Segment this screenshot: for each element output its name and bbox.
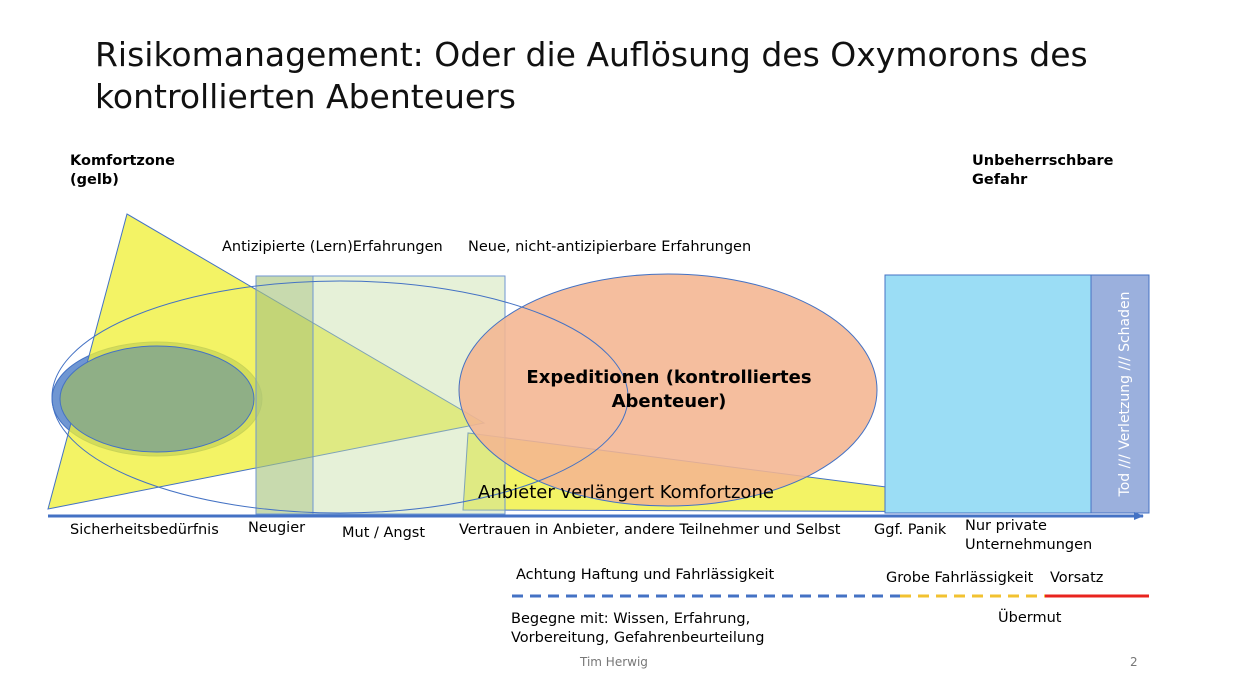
expeditions-label: Expeditionen (kontrolliertes Abenteuer) <box>526 367 812 412</box>
comfort-zone-label: Komfortzone (gelb) <box>70 153 175 188</box>
expeditions-ellipse <box>458 273 878 507</box>
outline-ellipse <box>51 280 629 514</box>
security-need-label: Sicherheitsbedürfnis <box>70 522 219 538</box>
slide-title: Risikomanagement: Oder die Auflösung des… <box>95 35 1088 116</box>
fatal-damage-box <box>1090 274 1150 514</box>
anticipated-experiences-label: Antizipierte (Lern)Erfahrungen <box>222 239 443 255</box>
curiosity-label: Neugier <box>248 520 306 536</box>
gross-negligence-label: Grobe Fahrlässigkeit <box>886 570 1034 586</box>
panic-label: Ggf. Panik <box>874 522 947 538</box>
curiosity-band <box>255 275 314 515</box>
new-experiences-label: Neue, nicht-antizipierbare Erfahrungen <box>468 239 752 255</box>
courage-fear-label: Mut / Angst <box>342 525 426 541</box>
uncontrollable-danger-box <box>884 274 1092 514</box>
fatal-damage-label: Tod /// Verletzung /// Schaden <box>1117 291 1133 497</box>
hubris-label: Übermut <box>998 610 1062 626</box>
private-ventures-label: Nur private Unternehmungen <box>965 518 1093 553</box>
uncontrollable-danger-label: Unbeherrschbare Gefahr <box>972 153 1114 188</box>
footer-author: Tim Herwig <box>580 655 648 669</box>
page-number: 2 <box>1130 655 1138 669</box>
liability-header-label: Achtung Haftung und Fahrlässigkeit <box>516 567 775 583</box>
security-green-ellipse <box>59 345 255 453</box>
trust-label: Vertrauen in Anbieter, andere Teilnehmer… <box>459 522 841 538</box>
countermeasures-label: Begegne mit: Wissen, Erfahrung, Vorberei… <box>511 611 765 646</box>
provider-extends-label: Anbieter verlängert Komfortzone <box>478 482 774 503</box>
intent-label: Vorsatz <box>1050 570 1104 586</box>
